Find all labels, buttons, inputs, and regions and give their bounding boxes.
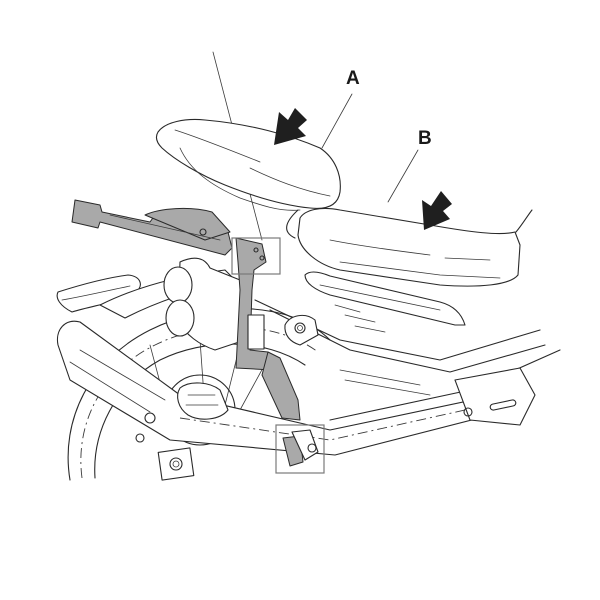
seat-b-rider	[297, 207, 533, 333]
leader-line-b	[387, 149, 419, 203]
frame	[254, 299, 561, 426]
lower-bracket-detail-box	[275, 424, 325, 474]
brake-caliper	[177, 382, 229, 420]
leader-line-a	[321, 93, 353, 149]
label-a: A	[346, 68, 360, 89]
seat-a-passenger	[155, 118, 341, 239]
carrier-rail-highlighted	[71, 199, 301, 421]
swingarm	[56, 320, 531, 481]
press-arrow-seat-b	[422, 191, 452, 230]
upper-bracket-detail-box	[231, 237, 281, 275]
exhaust-muffler	[163, 257, 246, 351]
label-b: B	[418, 128, 432, 149]
lower-bracket	[282, 429, 319, 467]
press-arrow-seat-a	[274, 108, 307, 145]
